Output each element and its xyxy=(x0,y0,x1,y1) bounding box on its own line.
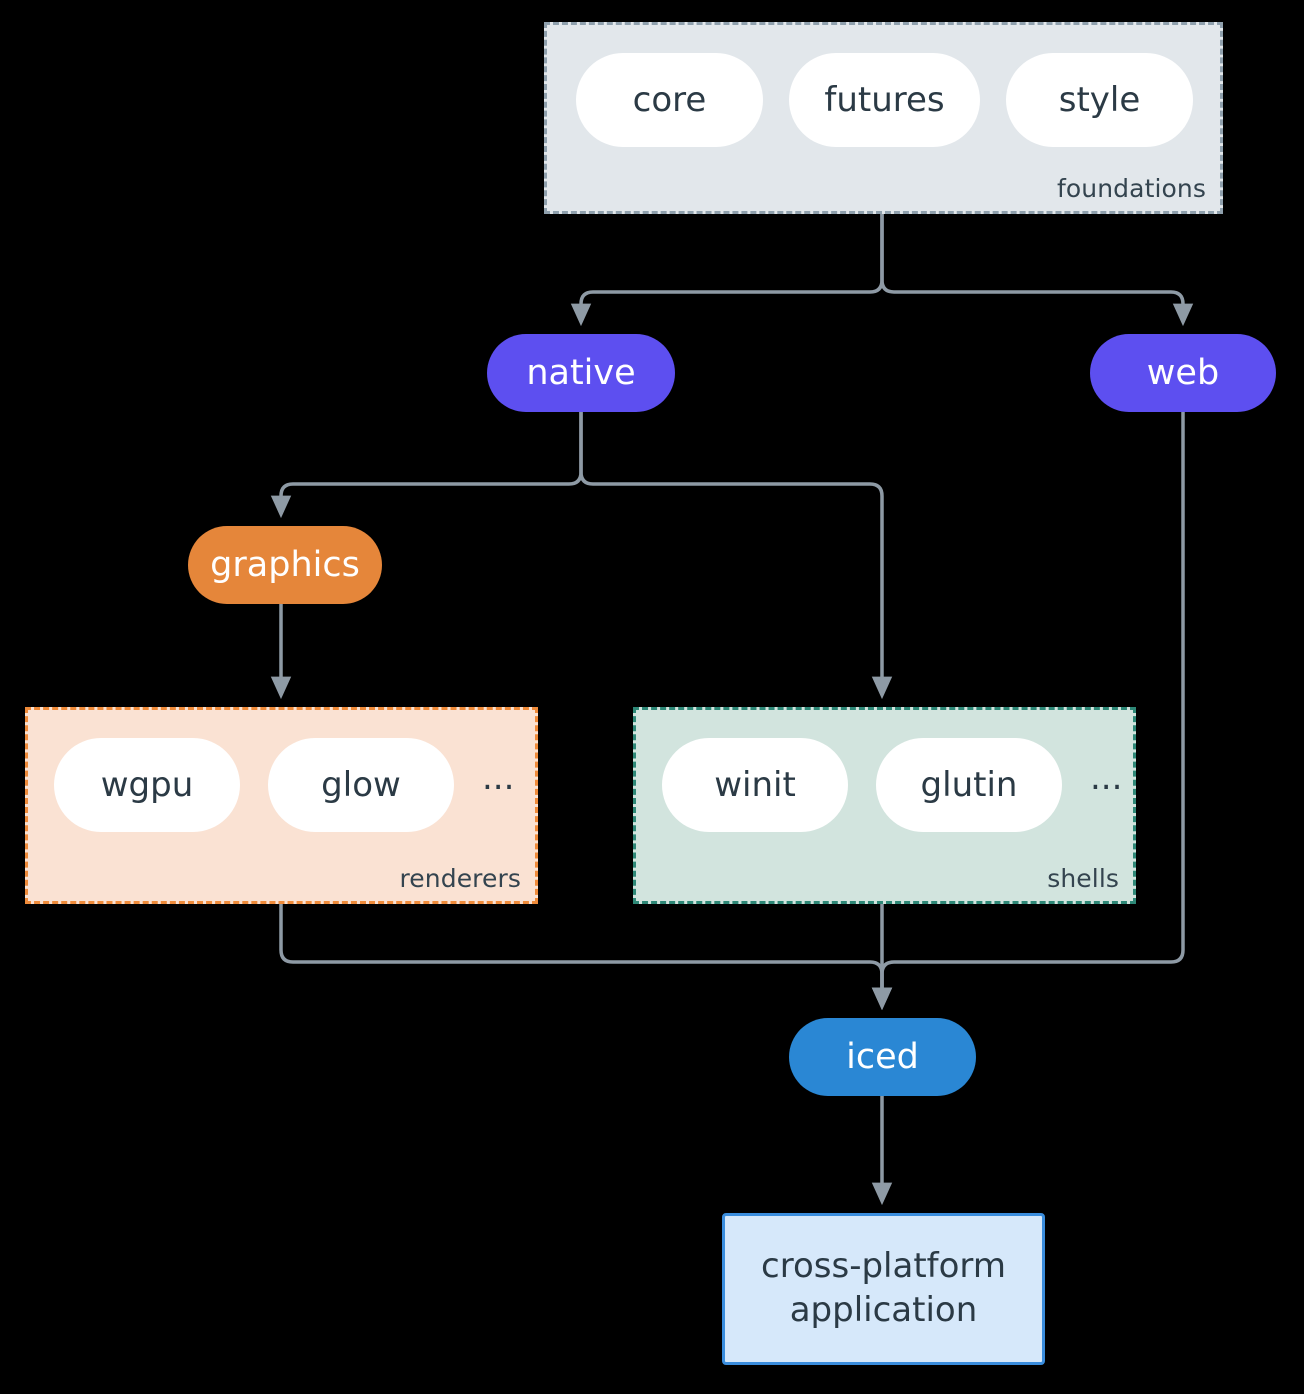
node-web[interactable]: web xyxy=(1090,334,1276,412)
shells-overflow-ellipsis: ... xyxy=(1090,758,1123,798)
cluster-label-renderers: renderers xyxy=(399,864,521,893)
cluster-label-shells: shells xyxy=(1047,864,1119,893)
edge-native-shells xyxy=(579,412,893,700)
pill-style[interactable]: style xyxy=(1006,53,1193,147)
pill-glow[interactable]: glow xyxy=(268,738,454,832)
pill-core[interactable]: core xyxy=(576,53,763,147)
edge-foundations-web xyxy=(880,214,1194,327)
node-cross-platform-application[interactable]: cross-platform application xyxy=(722,1213,1045,1365)
cluster-renderers: wgpu glow ... renderers xyxy=(25,707,538,904)
node-iced[interactable]: iced xyxy=(789,1018,976,1096)
node-graphics[interactable]: graphics xyxy=(188,526,382,604)
edge-foundations-native xyxy=(570,214,884,327)
renderers-overflow-ellipsis: ... xyxy=(482,758,515,798)
pill-futures[interactable]: futures xyxy=(789,53,980,147)
app-line-2: application xyxy=(789,1290,978,1330)
app-line-1: cross-platform xyxy=(761,1246,1006,1287)
cluster-shells: winit glutin ... shells xyxy=(633,707,1136,904)
pill-winit[interactable]: winit xyxy=(662,738,848,832)
edge-renderers-iced xyxy=(279,904,893,1011)
cluster-label-foundations: foundations xyxy=(1057,174,1206,203)
node-native[interactable]: native xyxy=(487,334,675,412)
edge-native-graphics xyxy=(270,412,583,519)
pill-wgpu[interactable]: wgpu xyxy=(54,738,240,832)
cluster-foundations: core futures style foundations xyxy=(544,22,1223,214)
pill-glutin[interactable]: glutin xyxy=(876,738,1062,832)
